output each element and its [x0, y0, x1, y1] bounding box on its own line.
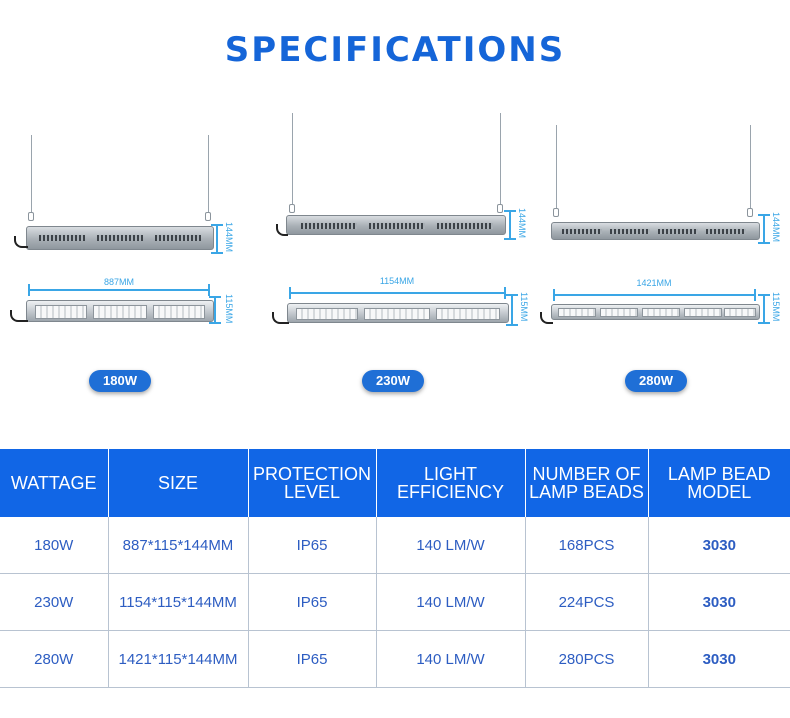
height-label: 144MM	[771, 212, 781, 243]
cell-bead-model: 3030	[648, 573, 790, 631]
length-label: 1154MM	[377, 276, 417, 286]
suspension-wire	[500, 113, 501, 209]
header-light-efficiency: LIGHT EFFICIENCY	[376, 449, 526, 517]
front-view-lamp	[26, 300, 214, 322]
hanging-hook	[553, 208, 559, 217]
cell-light-efficiency: 140 LM/W	[376, 517, 526, 574]
power-cable	[10, 310, 28, 322]
length-label: 887MM	[101, 277, 137, 287]
cell-size: 887*115*144MM	[108, 517, 249, 574]
length-dimension	[28, 284, 210, 296]
side-view-lamp	[26, 226, 214, 250]
hanging-hook	[28, 212, 34, 221]
cell-light-efficiency: 140 LM/W	[376, 630, 526, 688]
header-wattage: WATTAGE	[0, 449, 109, 517]
cell-light-efficiency: 140 LM/W	[376, 573, 526, 631]
hanging-hook	[747, 208, 753, 217]
cell-wattage: 280W	[0, 630, 109, 688]
side-view-lamp	[551, 222, 760, 240]
header-protection-level: PROTECTION LEVEL	[248, 449, 377, 517]
cell-bead-model: 3030	[648, 517, 790, 574]
cell-lamp-beads: 280PCS	[525, 630, 649, 688]
width-dimension	[209, 296, 221, 324]
suspension-wire	[556, 125, 557, 215]
header-number-of-lamp-beads: NUMBER OF LAMP BEADS	[525, 449, 649, 517]
cell-size: 1154*115*144MM	[108, 573, 249, 631]
height-dimension	[504, 210, 516, 240]
height-label: 144MM	[224, 222, 234, 253]
height-label: 144MM	[517, 208, 527, 239]
length-dimension	[289, 287, 506, 299]
cell-wattage: 180W	[0, 517, 109, 574]
suspension-wire	[292, 113, 293, 209]
wattage-badge-280w: 280W	[625, 370, 687, 392]
specifications-table: WATTAGE SIZE PROTECTION LEVEL LIGHT EFFI…	[0, 449, 790, 688]
cell-protection-level: IP65	[248, 573, 377, 631]
table-row: 280W 1421*115*144MM IP65 140 LM/W 280PCS…	[0, 630, 790, 688]
table-row: 230W 1154*115*144MM IP65 140 LM/W 224PCS…	[0, 573, 790, 631]
width-dimension	[758, 294, 770, 324]
width-label: 115MM	[224, 294, 234, 324]
wattage-badge-180w: 180W	[89, 370, 151, 392]
cell-lamp-beads: 224PCS	[525, 573, 649, 631]
power-cable	[272, 312, 289, 324]
height-dimension	[211, 224, 223, 254]
length-label: 1421MM	[634, 278, 674, 288]
cell-wattage: 230W	[0, 573, 109, 631]
suspension-wire	[208, 135, 209, 217]
width-label: 115MM	[519, 292, 529, 322]
cell-protection-level: IP65	[248, 630, 377, 688]
front-view-lamp	[287, 303, 509, 323]
hanging-hook	[289, 204, 295, 213]
wattage-badge-230w: 230W	[362, 370, 424, 392]
height-dimension	[758, 214, 770, 244]
power-cable	[276, 224, 288, 236]
suspension-wire	[750, 125, 751, 215]
cell-protection-level: IP65	[248, 517, 377, 574]
cell-bead-model: 3030	[648, 630, 790, 688]
hanging-hook	[497, 204, 503, 213]
cell-lamp-beads: 168PCS	[525, 517, 649, 574]
table-header-row: WATTAGE SIZE PROTECTION LEVEL LIGHT EFFI…	[0, 449, 790, 517]
width-dimension	[506, 294, 518, 326]
page-title: SPECIFICATIONS	[224, 30, 566, 70]
side-view-lamp	[286, 215, 506, 235]
hanging-hook	[205, 212, 211, 221]
cell-size: 1421*115*144MM	[108, 630, 249, 688]
suspension-wire	[31, 135, 32, 217]
power-cable	[540, 312, 553, 324]
length-dimension	[553, 289, 756, 301]
power-cable	[14, 236, 28, 248]
header-size: SIZE	[108, 449, 249, 517]
front-view-lamp	[551, 304, 760, 320]
table-row: 180W 887*115*144MM IP65 140 LM/W 168PCS …	[0, 517, 790, 574]
width-label: 115MM	[771, 292, 781, 322]
header-lamp-bead-model: LAMP BEAD MODEL	[648, 449, 790, 517]
